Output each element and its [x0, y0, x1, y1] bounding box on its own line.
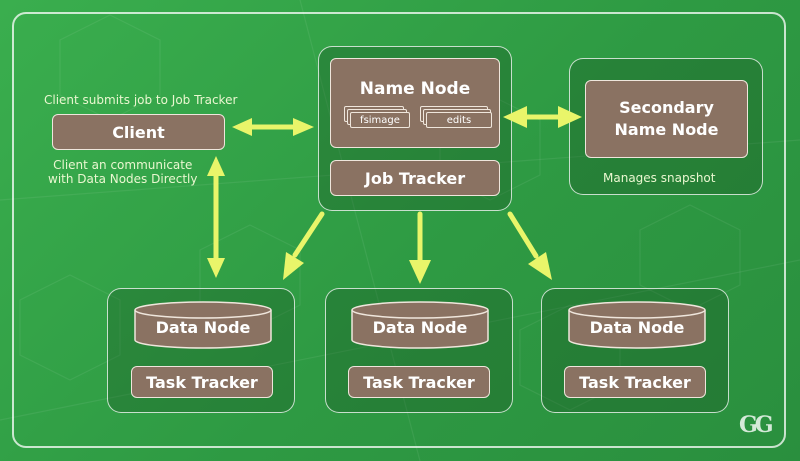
task-tracker-1: Task Tracker: [131, 366, 273, 398]
fsimage-file: fsimage: [350, 112, 410, 128]
task-tracker-3-label: Task Tracker: [579, 372, 691, 392]
job-tracker-label: Job Tracker: [364, 168, 466, 188]
client-communicate-line2: with Data Nodes Directly: [48, 172, 198, 186]
data-node-2-cylinder: [351, 301, 489, 349]
name-node-box: Name Node: [330, 58, 500, 148]
edits-file: edits: [426, 112, 492, 128]
task-tracker-3: Task Tracker: [564, 366, 706, 398]
data-node-2-label: Data Node: [372, 317, 468, 337]
job-tracker-box: Job Tracker: [330, 160, 500, 196]
data-node-1-cylinder: [134, 301, 272, 349]
manages-snapshot-label: Manages snapshot: [603, 171, 716, 185]
data-node-3-label: Data Node: [589, 317, 685, 337]
secondary-label-line2: Name Node: [614, 120, 719, 139]
fsimage-label: fsimage: [360, 114, 400, 126]
edits-label: edits: [446, 114, 472, 126]
task-tracker-2-label: Task Tracker: [363, 372, 475, 392]
logo: GG: [739, 412, 774, 438]
task-tracker-1-label: Task Tracker: [146, 372, 258, 392]
outer-frame: [12, 12, 786, 448]
client-communicate-label: Client an communicate with Data Nodes Di…: [48, 158, 198, 186]
data-node-3-cylinder: [568, 301, 706, 349]
client-submits-label: Client submits job to Job Tracker: [44, 93, 238, 107]
task-tracker-2: Task Tracker: [348, 366, 490, 398]
secondary-label-line1: Secondary: [619, 98, 714, 117]
client-communicate-line1: Client an communicate: [53, 158, 193, 172]
secondary-name-node-box: Secondary Name Node: [585, 80, 748, 158]
data-node-1-label: Data Node: [155, 317, 251, 337]
client-label: Client: [112, 122, 165, 142]
name-node-label: Name Node: [359, 79, 471, 99]
data-node-3: Data Node: [567, 300, 707, 350]
client-box: Client: [52, 114, 225, 150]
data-node-1: Data Node: [133, 300, 273, 350]
data-node-2: Data Node: [350, 300, 490, 350]
